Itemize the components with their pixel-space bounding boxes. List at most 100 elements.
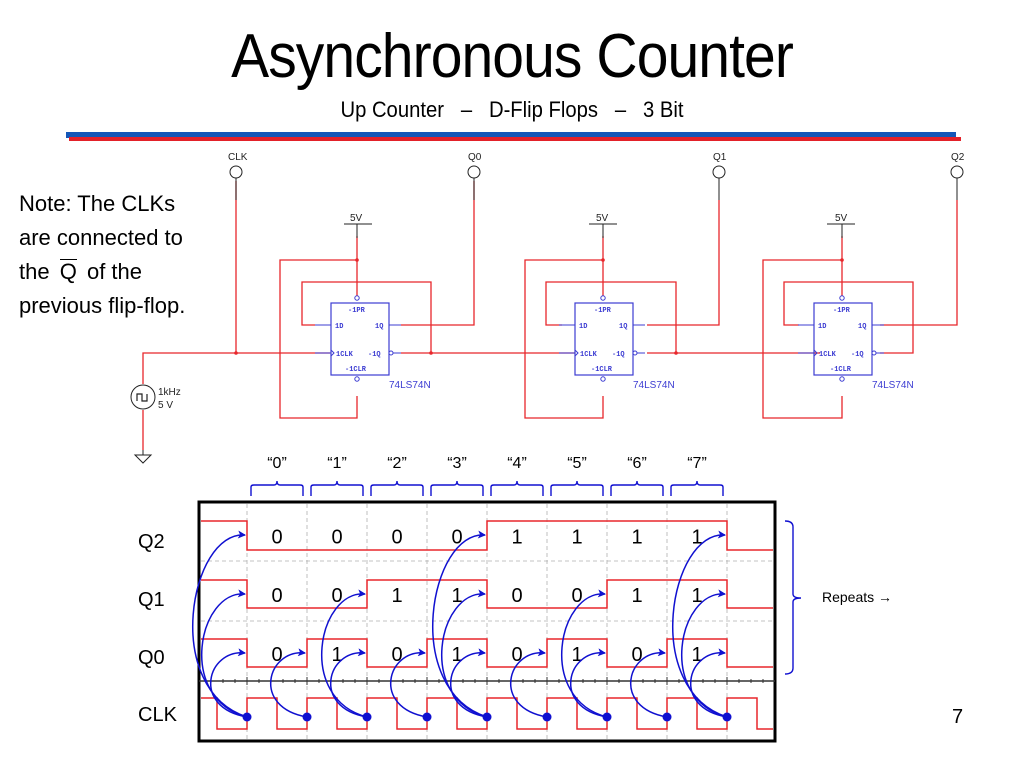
wire-ff0-d-feedback <box>301 281 432 353</box>
pin-pr-bubble <box>600 295 606 301</box>
pin-label-d: 1D <box>335 323 343 331</box>
bit-value-q1: 0 <box>511 585 522 607</box>
bit-value-q0: 1 <box>571 644 582 666</box>
signal-label-clk: CLK <box>138 704 177 726</box>
clk-triangle-icon <box>574 349 579 357</box>
count-label: “1” <box>327 455 347 472</box>
causal-arrow-q1 <box>681 589 728 718</box>
count-brace <box>430 480 484 496</box>
causal-arrow-q0 <box>629 648 668 718</box>
bit-value-q2: 0 <box>331 527 342 549</box>
causal-arrow-q0 <box>689 648 728 718</box>
bit-value-q2: 1 <box>631 527 642 549</box>
causal-arrow-q1 <box>561 589 608 718</box>
count-brace <box>490 480 544 496</box>
wire-ff1-d-feedback <box>545 281 677 353</box>
bit-value-q1: 1 <box>631 585 642 607</box>
pin-label-q: 1Q <box>619 323 627 331</box>
pin-pr-bubble <box>354 295 360 301</box>
note-the: the <box>19 259 50 284</box>
slide-title: Asynchronous Counter <box>231 22 794 91</box>
causal-arrow-q0 <box>269 648 308 718</box>
bit-value-q1: 0 <box>271 585 282 607</box>
bit-value-q2: 1 <box>571 527 582 549</box>
bit-value-q1: 1 <box>391 585 402 607</box>
signal-label-q1: Q1 <box>138 589 165 611</box>
count-brace <box>250 480 304 496</box>
pin-qn-bubble <box>388 350 394 356</box>
signal-label-q2: Q2 <box>138 531 165 553</box>
bit-value-q0: 1 <box>451 644 462 666</box>
bit-value-q1: 0 <box>571 585 582 607</box>
wire-ff2-d-feedback <box>783 281 914 354</box>
bit-value-q0: 0 <box>391 644 402 666</box>
causal-arrow-q0 <box>449 648 488 718</box>
bit-value-q0: 0 <box>271 644 282 666</box>
vcc-label: 5V <box>835 213 848 224</box>
chip-body <box>574 302 634 376</box>
slide-subtitle: Up Counter – D-Flip Flops – 3 Bit <box>340 97 684 122</box>
causal-arrow-q1 <box>201 589 248 718</box>
pin-clr-bubble <box>600 376 606 382</box>
pin-qn-bubble <box>632 350 638 356</box>
pin-label-clr: -1CLR <box>830 366 852 374</box>
count-brace <box>670 480 724 496</box>
bit-value-q0: 0 <box>511 644 522 666</box>
pin-label-pr: -1PR <box>833 307 851 315</box>
count-label: “3” <box>447 455 467 472</box>
count-label: “7” <box>687 455 707 472</box>
bit-value-q0: 0 <box>631 644 642 666</box>
causal-arrow-q1 <box>441 589 488 718</box>
schematic-wires <box>142 181 958 450</box>
wire-ff1-q-probe <box>647 200 720 326</box>
pin-clr-bubble <box>354 376 360 382</box>
count-label: “0” <box>267 455 287 472</box>
probe-label-q1: Q1 <box>713 152 727 163</box>
repeats-label: Repeats → <box>822 589 893 605</box>
page-number: 7 <box>952 706 964 728</box>
count-label: “5” <box>567 455 587 472</box>
wire-ff2-clr-loop <box>762 259 843 419</box>
junction-dot <box>674 351 678 355</box>
chip-body <box>813 302 873 376</box>
pin-label-pr: -1PR <box>348 307 366 315</box>
clk-triangle-icon <box>330 349 335 357</box>
count-label: “2” <box>387 455 407 472</box>
clk-triangle-icon <box>813 349 818 357</box>
causal-arrow-q0 <box>329 648 368 718</box>
causal-arrow-q0 <box>569 648 608 718</box>
pin-clr-bubble <box>839 376 845 382</box>
part-number: 74LS74N <box>633 380 675 391</box>
count-brace <box>550 480 604 496</box>
pin-label-clr: -1CLR <box>345 366 367 374</box>
pin-label-d: 1D <box>818 323 826 331</box>
bit-value-q2: 0 <box>271 527 282 549</box>
wire-ff0-q-probe <box>401 181 475 326</box>
pin-label-clr: -1CLR <box>591 366 613 374</box>
ground-icon <box>133 454 153 464</box>
waveform-q2 <box>201 520 773 551</box>
pin-label-d: 1D <box>579 323 587 331</box>
junction-dot <box>234 351 238 355</box>
timing-frame <box>197 500 777 743</box>
bit-value-q2: 1 <box>691 527 702 549</box>
pin-label-clk: 1CLK <box>336 351 354 359</box>
q-bar-symbol: Q <box>59 259 77 284</box>
bit-value-q2: 0 <box>451 527 462 549</box>
wire-ff2-q-probe <box>880 200 958 326</box>
causal-arrow-q0 <box>509 648 548 718</box>
clock-source-icon <box>130 384 156 410</box>
causal-arrow-q2 <box>432 530 488 718</box>
title-rule-red <box>69 137 961 141</box>
vcc-label: 5V <box>350 213 363 224</box>
causal-arrow-q1 <box>321 589 368 718</box>
pin-label-clk: 1CLK <box>819 351 837 359</box>
wire-ff1-clr-loop <box>524 259 604 419</box>
pin-label-clk: 1CLK <box>580 351 598 359</box>
